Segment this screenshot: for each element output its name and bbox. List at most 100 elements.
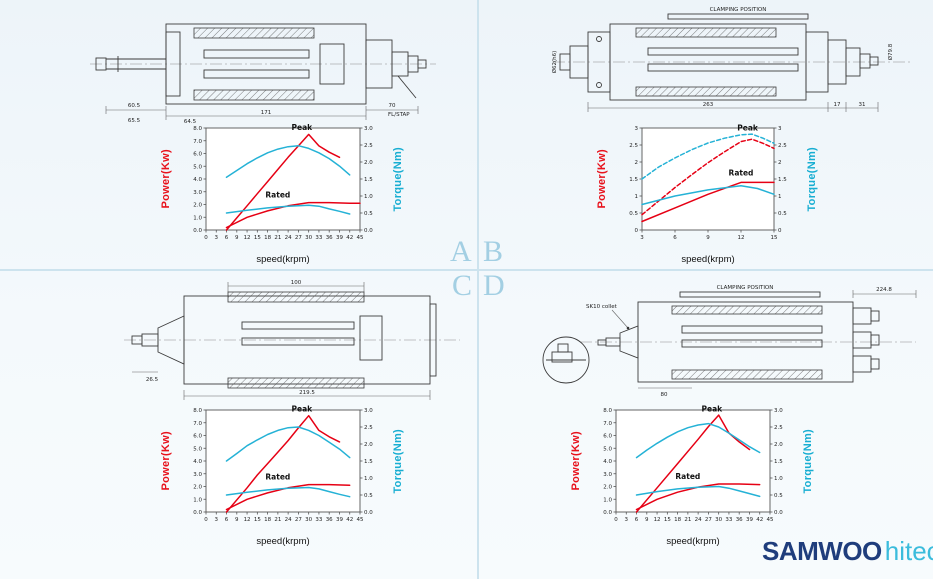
svg-text:18: 18 (674, 517, 681, 523)
spindle-nose (805, 31, 879, 93)
horizontal-divider (0, 269, 933, 271)
svg-text:27: 27 (295, 517, 302, 523)
power-axis-label: Power(Kw) (160, 431, 172, 491)
svg-text:6: 6 (225, 235, 229, 241)
spindle-drawing-d-svg: CLAMPING POSITION (542, 285, 917, 398)
svg-text:2: 2 (635, 160, 639, 166)
svg-text:2.5: 2.5 (774, 425, 783, 431)
svg-text:0: 0 (635, 228, 639, 234)
svg-text:1.5: 1.5 (774, 459, 783, 465)
quadrant-label-c: C (452, 269, 473, 302)
dimension-label: 263 (703, 102, 714, 108)
logo-wordmark-samwoo: SAMWOO (762, 536, 882, 566)
clamping-position-label: CLAMPING POSITION (710, 7, 767, 13)
svg-text:0.5: 0.5 (364, 493, 373, 499)
svg-text:0.5: 0.5 (778, 211, 787, 217)
svg-text:0.0: 0.0 (364, 228, 373, 234)
clamping-position-label: CLAMPING POSITION (717, 285, 774, 291)
svg-text:5.0: 5.0 (193, 164, 202, 170)
svg-text:0: 0 (204, 517, 208, 523)
svg-text:33: 33 (315, 517, 322, 523)
speed-axis-label: speed(krpm) (666, 536, 720, 547)
svg-text:12: 12 (244, 235, 251, 241)
svg-text:5.0: 5.0 (603, 446, 612, 452)
svg-text:3.0: 3.0 (193, 190, 202, 196)
svg-text:9: 9 (235, 517, 239, 523)
svg-text:15: 15 (771, 235, 778, 241)
part-callout-flstap: FL/STAP (388, 112, 410, 118)
svg-text:4.0: 4.0 (603, 459, 612, 465)
svg-text:1.0: 1.0 (193, 215, 202, 221)
spindle-drawing-c-svg: 100 26.5 219.5 (124, 280, 460, 400)
svg-text:6: 6 (225, 517, 229, 523)
dimension-label: 224.8 (876, 287, 892, 293)
svg-text:45: 45 (357, 517, 364, 523)
spindle-drawing-a-svg: 60.5 65.5 64.5 171 70 FL/STAP (90, 23, 436, 125)
svg-text:0.5: 0.5 (629, 211, 638, 217)
svg-text:21: 21 (274, 235, 281, 241)
svg-text:36: 36 (326, 517, 333, 523)
svg-text:3.0: 3.0 (193, 472, 202, 478)
dimension-label: 171 (261, 110, 272, 116)
spindle-nose (131, 315, 185, 365)
svg-text:7.0: 7.0 (193, 139, 202, 145)
svg-text:18: 18 (264, 235, 271, 241)
svg-text:6.0: 6.0 (193, 434, 202, 440)
svg-text:42: 42 (756, 517, 763, 523)
svg-text:3.0: 3.0 (603, 472, 612, 478)
svg-text:24: 24 (285, 517, 292, 523)
svg-text:7.0: 7.0 (603, 421, 612, 427)
power-axis-label: Power(Kw) (596, 149, 608, 209)
svg-text:3.0: 3.0 (364, 408, 373, 414)
svg-text:42: 42 (346, 235, 353, 241)
quadrant-label-a: A (450, 235, 472, 268)
svg-text:Rated: Rated (729, 169, 754, 178)
svg-text:0.5: 0.5 (364, 211, 373, 217)
speed-axis-label: speed(krpm) (256, 254, 310, 265)
svg-text:2.0: 2.0 (193, 203, 202, 209)
svg-text:8.0: 8.0 (603, 408, 612, 414)
svg-text:2.0: 2.0 (193, 485, 202, 491)
dimension-label: 31 (859, 102, 866, 108)
spindle-drawing-b: CLAMPING POSITION (548, 2, 918, 121)
vertical-divider (477, 0, 479, 579)
svg-text:36: 36 (326, 235, 333, 241)
svg-text:0: 0 (614, 517, 618, 523)
dimension-label: 100 (291, 280, 302, 286)
svg-text:6: 6 (673, 235, 677, 241)
svg-text:9: 9 (706, 235, 710, 241)
svg-text:1.5: 1.5 (364, 459, 373, 465)
svg-text:1.5: 1.5 (778, 177, 787, 183)
dimension-lines (638, 290, 917, 389)
samwoo-hitech-logo: SAMWOO hitech (762, 536, 933, 567)
collet-nose (597, 309, 639, 359)
svg-text:0.0: 0.0 (364, 510, 373, 516)
dimension-label: Ø62(h6) (551, 51, 558, 74)
svg-text:3: 3 (625, 517, 629, 523)
svg-text:0: 0 (778, 228, 782, 234)
svg-text:Peak: Peak (292, 123, 314, 132)
speed-axis-label: speed(krpm) (256, 536, 310, 547)
collet-callout: SK10 collet (586, 304, 618, 310)
quadrant-label-b: B (483, 235, 504, 268)
torque-axis-label: Torque(Nm) (392, 428, 404, 494)
dimension-label: Ø79.8 (887, 43, 894, 60)
svg-text:2.0: 2.0 (364, 160, 373, 166)
quadrant-label-d: D (483, 269, 505, 302)
svg-text:0: 0 (204, 235, 208, 241)
rear-flange (559, 31, 611, 93)
svg-text:15: 15 (664, 517, 671, 523)
svg-text:15: 15 (254, 517, 261, 523)
svg-text:36: 36 (736, 517, 743, 523)
svg-text:33: 33 (725, 517, 732, 523)
svg-text:8.0: 8.0 (193, 408, 202, 414)
svg-text:2.0: 2.0 (364, 442, 373, 448)
svg-text:2.5: 2.5 (364, 143, 373, 149)
spindle-shaft (95, 56, 166, 72)
svg-text:30: 30 (715, 517, 722, 523)
speed-axis-label: speed(krpm) (681, 254, 735, 265)
svg-text:24: 24 (285, 235, 292, 241)
svg-text:12: 12 (244, 517, 251, 523)
